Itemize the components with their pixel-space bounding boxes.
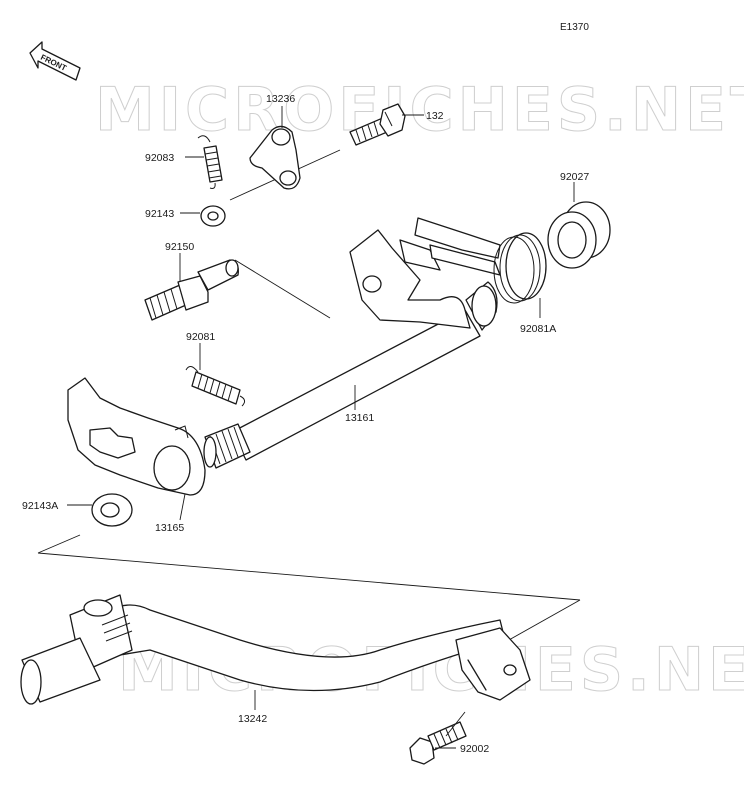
part-label-13242: 13242 — [238, 713, 267, 725]
part-label-13165: 13165 — [155, 522, 184, 534]
watermark-top: MICROFICHES.NET — [95, 75, 744, 145]
part-label-92081: 92081 — [186, 331, 215, 343]
front-direction-arrow-icon: FRONT — [29, 41, 81, 81]
part-92027-collar — [547, 201, 611, 269]
part-label-92083: 92083 — [145, 152, 174, 164]
part-92081-spring — [185, 366, 246, 407]
part-13165-shift-lever — [67, 377, 206, 496]
part-132-bolt — [349, 103, 406, 146]
part-13161-shift-shaft — [203, 217, 501, 469]
part-92150-pin — [144, 259, 239, 321]
part-92002-bolt — [409, 721, 467, 765]
part-label-92081a: 92081A — [520, 323, 556, 335]
diagram-code: E1370 — [560, 22, 589, 33]
leader-lines — [67, 106, 575, 749]
part-label-13236: 13236 — [266, 93, 295, 105]
part-92081a-spring — [493, 232, 547, 304]
part-label-92143a: 92143A — [22, 500, 58, 512]
part-label-92150: 92150 — [165, 241, 194, 253]
part-92083-spring — [197, 135, 223, 189]
part-92143-washer — [200, 205, 226, 227]
part-13242-shift-pedal — [20, 594, 531, 705]
part-label-132: 132 — [426, 110, 444, 122]
part-92143a-washer — [91, 493, 133, 527]
part-13236-link-plate — [249, 125, 301, 190]
part-label-92027: 92027 — [560, 171, 589, 183]
part-label-92143: 92143 — [145, 208, 174, 220]
part-label-92002: 92002 — [460, 743, 489, 755]
part-label-13161: 13161 — [345, 412, 374, 424]
